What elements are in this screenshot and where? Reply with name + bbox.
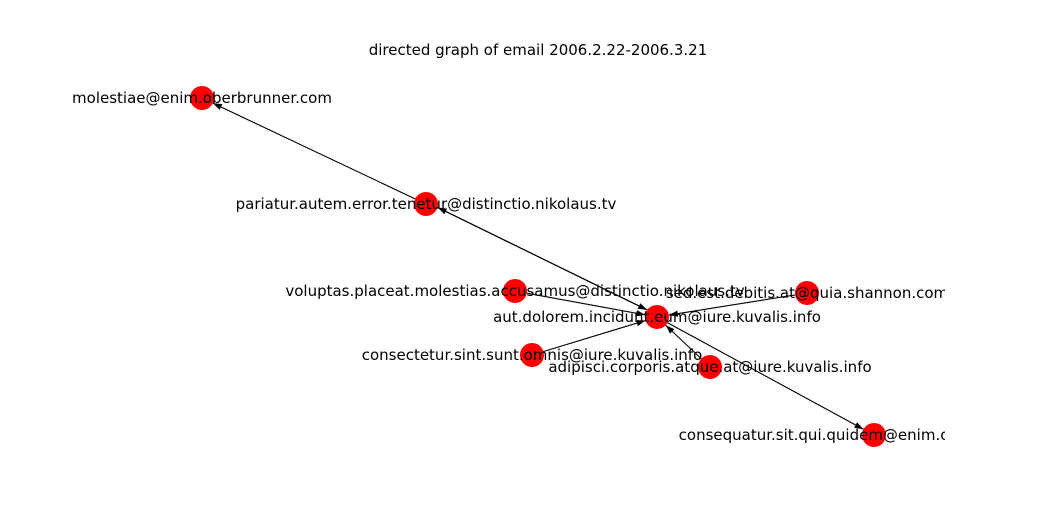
edge-aut-to-consequatur [667, 322, 864, 430]
node-consectetur [520, 343, 544, 367]
node-label-sed: sed.est.debitis.at@quia.shannon.com [666, 284, 948, 302]
node-label-voluptas: voluptas.placeat.molestias.accusamus@dis… [285, 282, 744, 300]
nodes-layer [190, 86, 886, 447]
node-voluptas [503, 279, 527, 303]
edge-consectetur-to-aut [543, 319, 646, 353]
node-adipisci [698, 355, 722, 379]
node-label-adipisci: adipisci.corporis.atque.at@iure.kuvalis.… [548, 358, 871, 376]
node-label-molestiae: molestiae@enim.oberbrunner.com [72, 89, 332, 107]
node-label-pariatur: pariatur.autem.error.tenetur@distinctio.… [236, 195, 617, 213]
node-label-aut: aut.dolorem.incidunt.eum@iure.kuvalis.in… [493, 308, 821, 326]
node-label-consequatur: consequatur.sit.qui.quidem@enim.oberbrun… [679, 426, 1050, 444]
node-pariatur [414, 192, 438, 216]
edge-sed-to-aut [668, 294, 796, 317]
edges-layer [212, 102, 864, 430]
node-aut [645, 305, 669, 329]
node-label-consectetur: consectetur.sint.sunt.omnis@iure.kuvalis… [362, 346, 703, 364]
edge-aut-to-pariatur [437, 206, 648, 311]
edge-voluptas-to-aut [526, 292, 646, 317]
graph-title: directed graph of email 2006.2.22-2006.3… [369, 41, 708, 59]
node-molestiae [190, 86, 214, 110]
node-consequatur [862, 423, 886, 447]
edge-pariatur-to-molestiae [212, 102, 416, 200]
node-sed [795, 281, 819, 305]
edge-adipisci-to-aut [665, 324, 702, 360]
labels-layer: molestiae@enim.oberbrunner.com pariatur.a… [72, 89, 1050, 444]
